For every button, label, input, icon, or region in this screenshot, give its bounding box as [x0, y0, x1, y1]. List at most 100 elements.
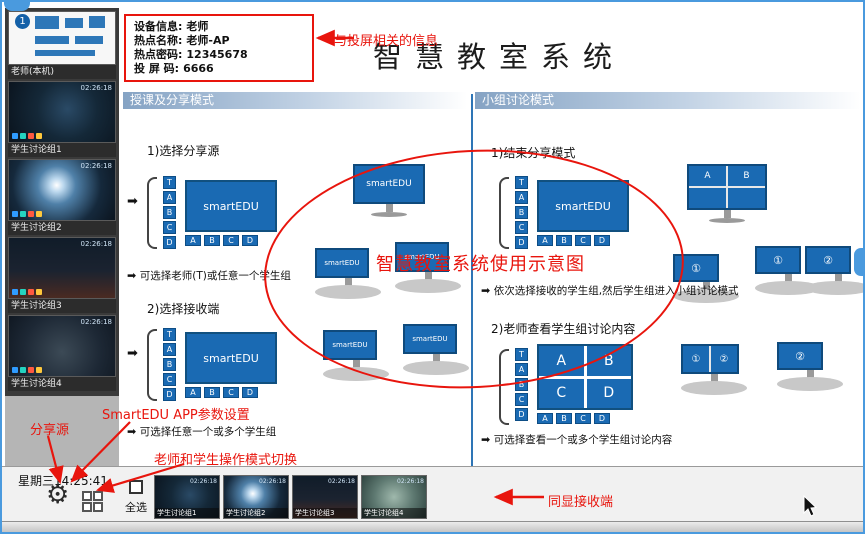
sidebar-item-label: 学生讨论组2: [8, 221, 116, 235]
taskbar-strip: [2, 521, 863, 532]
source-cell: D: [163, 388, 176, 401]
monitor-stand: [784, 274, 792, 282]
source-cell: C: [515, 393, 528, 406]
tray-cell: C: [223, 235, 239, 246]
tray-cell: C: [575, 413, 591, 424]
receiver-thumb-group2[interactable]: 02:26:18 学生讨论组2: [223, 475, 289, 519]
annotation-share-source: 分享源: [30, 423, 70, 438]
source-cell: T: [163, 176, 176, 189]
app-dock-icons: [12, 289, 42, 295]
source-cell: C: [163, 373, 176, 386]
monitor-screen: smartEDU: [395, 242, 449, 272]
grid-cell: A: [689, 166, 726, 186]
source-cell: T: [515, 176, 528, 189]
right-mode-header: 小组讨论模式: [475, 92, 861, 109]
tray-cell: B: [204, 235, 220, 246]
column-divider: [471, 94, 473, 466]
monitor-stand: [723, 210, 731, 218]
desk-shape: [777, 377, 843, 391]
source-thumbnail-list: 1 老师(本机) 02:26:18 学生讨: [5, 8, 119, 396]
quad-cell: B: [586, 346, 631, 376]
sidebar-item-group3[interactable]: 02:26:18 学生讨论组3: [8, 237, 116, 313]
monitor-screen: ②: [805, 246, 851, 274]
group-discussion-column: 1)结束分享模式 T A B C D smartEDU A B C D: [477, 92, 863, 466]
sidebar-item-label: 老师(本机): [8, 65, 116, 79]
tray-cell: A: [185, 235, 201, 246]
receiver-thumb-group1[interactable]: 02:26:18 学生讨论组1: [154, 475, 220, 519]
hotspot-password-value: 12345678: [186, 48, 248, 61]
tray-cell: D: [594, 235, 610, 246]
annotation-receiver: 同显接收端: [548, 495, 614, 510]
smartedu-board: smartEDU A B C D: [185, 180, 277, 246]
device-info-value: 老师: [186, 20, 209, 33]
bottom-bar: 星期三14:25:41 ⚙ 全选 02:26:18 学生讨论组1 02:26:1…: [2, 466, 863, 521]
monitor-stand: [424, 272, 432, 280]
monitor-screen: ①: [673, 254, 719, 282]
receiver-thumb-label: 学生讨论组4: [362, 508, 426, 518]
hotspot-name-value: 老师-AP: [186, 34, 230, 47]
side-panel-handle[interactable]: [854, 248, 863, 276]
receiver-thumb-label: 学生讨论组3: [293, 508, 357, 518]
monitor-stand: [432, 354, 440, 362]
receiver-thumb-group3[interactable]: 02:26:18 学生讨论组3: [292, 475, 358, 519]
desk-monitor-group1: ①: [755, 246, 821, 295]
sidebar-item-group1[interactable]: 02:26:18 学生讨论组1: [8, 81, 116, 157]
source-cell: C: [163, 221, 176, 234]
grid-cell: B: [728, 166, 765, 186]
source-cell: D: [515, 408, 528, 421]
receiver-thumb-group4[interactable]: 02:26:18 学生讨论组4: [361, 475, 427, 519]
flow-arrow-icon: [127, 346, 138, 361]
device-info-label: 设备信息:: [134, 20, 183, 33]
tray-cell: C: [223, 387, 239, 398]
source-cell: T: [163, 328, 176, 341]
quad-cell: D: [586, 378, 631, 408]
source-cell: A: [515, 191, 528, 204]
settings-gear-icon[interactable]: ⚙: [46, 480, 70, 510]
select-all-checkbox[interactable]: [129, 480, 143, 494]
desk-shape: [315, 285, 381, 299]
tray-cell: B: [556, 235, 572, 246]
source-cell: T: [515, 348, 528, 361]
source-stack: T A B C D: [515, 348, 528, 421]
thumbnail-clock: 02:26:18: [80, 318, 112, 326]
note-view-discussion: 可选择查看一个或多个学生组讨论内容: [481, 432, 673, 447]
bracket-shape: [499, 177, 509, 249]
display-monitor: smartEDU: [353, 164, 425, 217]
tray-cell: A: [537, 413, 553, 424]
desk-shape: [755, 281, 821, 295]
sidebar-item-group2[interactable]: 02:26:18 学生讨论组2: [8, 159, 116, 235]
monitor-screen: smartEDU: [323, 330, 377, 360]
board-tray: A B C D: [537, 235, 629, 246]
left-mode-header: 授课及分享模式: [123, 92, 467, 109]
mode-switch-grid-icon[interactable]: [82, 491, 103, 512]
smartedu-screen-label: smartEDU: [185, 332, 277, 384]
sidebar-item-label: 学生讨论组4: [8, 377, 116, 391]
desk-monitor: smartEDU: [395, 242, 461, 293]
dual-cell: ①: [683, 346, 709, 372]
desk-shape: [805, 281, 863, 295]
bracket-shape: [147, 329, 157, 401]
tray-cell: B: [556, 413, 572, 424]
dual-cell: ②: [711, 346, 737, 372]
sidebar-item-group4[interactable]: 02:26:18 学生讨论组4: [8, 315, 116, 391]
desk-monitor: smartEDU: [315, 248, 381, 299]
thumbnail-clock: 02:26:18: [80, 162, 112, 170]
receiver-thumbnail-strip: 02:26:18 学生讨论组1 02:26:18 学生讨论组2 02:26:18…: [154, 475, 427, 519]
quad-board-screen: A B C D: [537, 344, 633, 410]
sidebar-item-teacher[interactable]: 1 老师(本机): [8, 11, 116, 79]
desk-shape: [681, 381, 747, 395]
annotation-app-settings: SmartEDU APP参数设置: [102, 408, 250, 423]
thumbnail-clock: 02:26:18: [80, 240, 112, 248]
thumbnail-clock: 02:26:18: [190, 478, 217, 485]
grid-cell: [728, 188, 765, 208]
bracket-shape: [147, 177, 157, 249]
monitor-stand: [352, 360, 360, 368]
annotation-diagram-caption: 智慧教室系统使用示意图: [376, 254, 585, 275]
select-all-label: 全选: [125, 501, 147, 514]
group3-screen-thumbnail: 02:26:18: [8, 237, 116, 299]
tray-cell: C: [575, 235, 591, 246]
sidebar: 1 老师(本机) 02:26:18 学生讨: [5, 8, 119, 466]
desk-shape: [395, 279, 461, 293]
source-stack: T A B C D: [163, 328, 176, 401]
monitor-screen: smartEDU: [315, 248, 369, 278]
